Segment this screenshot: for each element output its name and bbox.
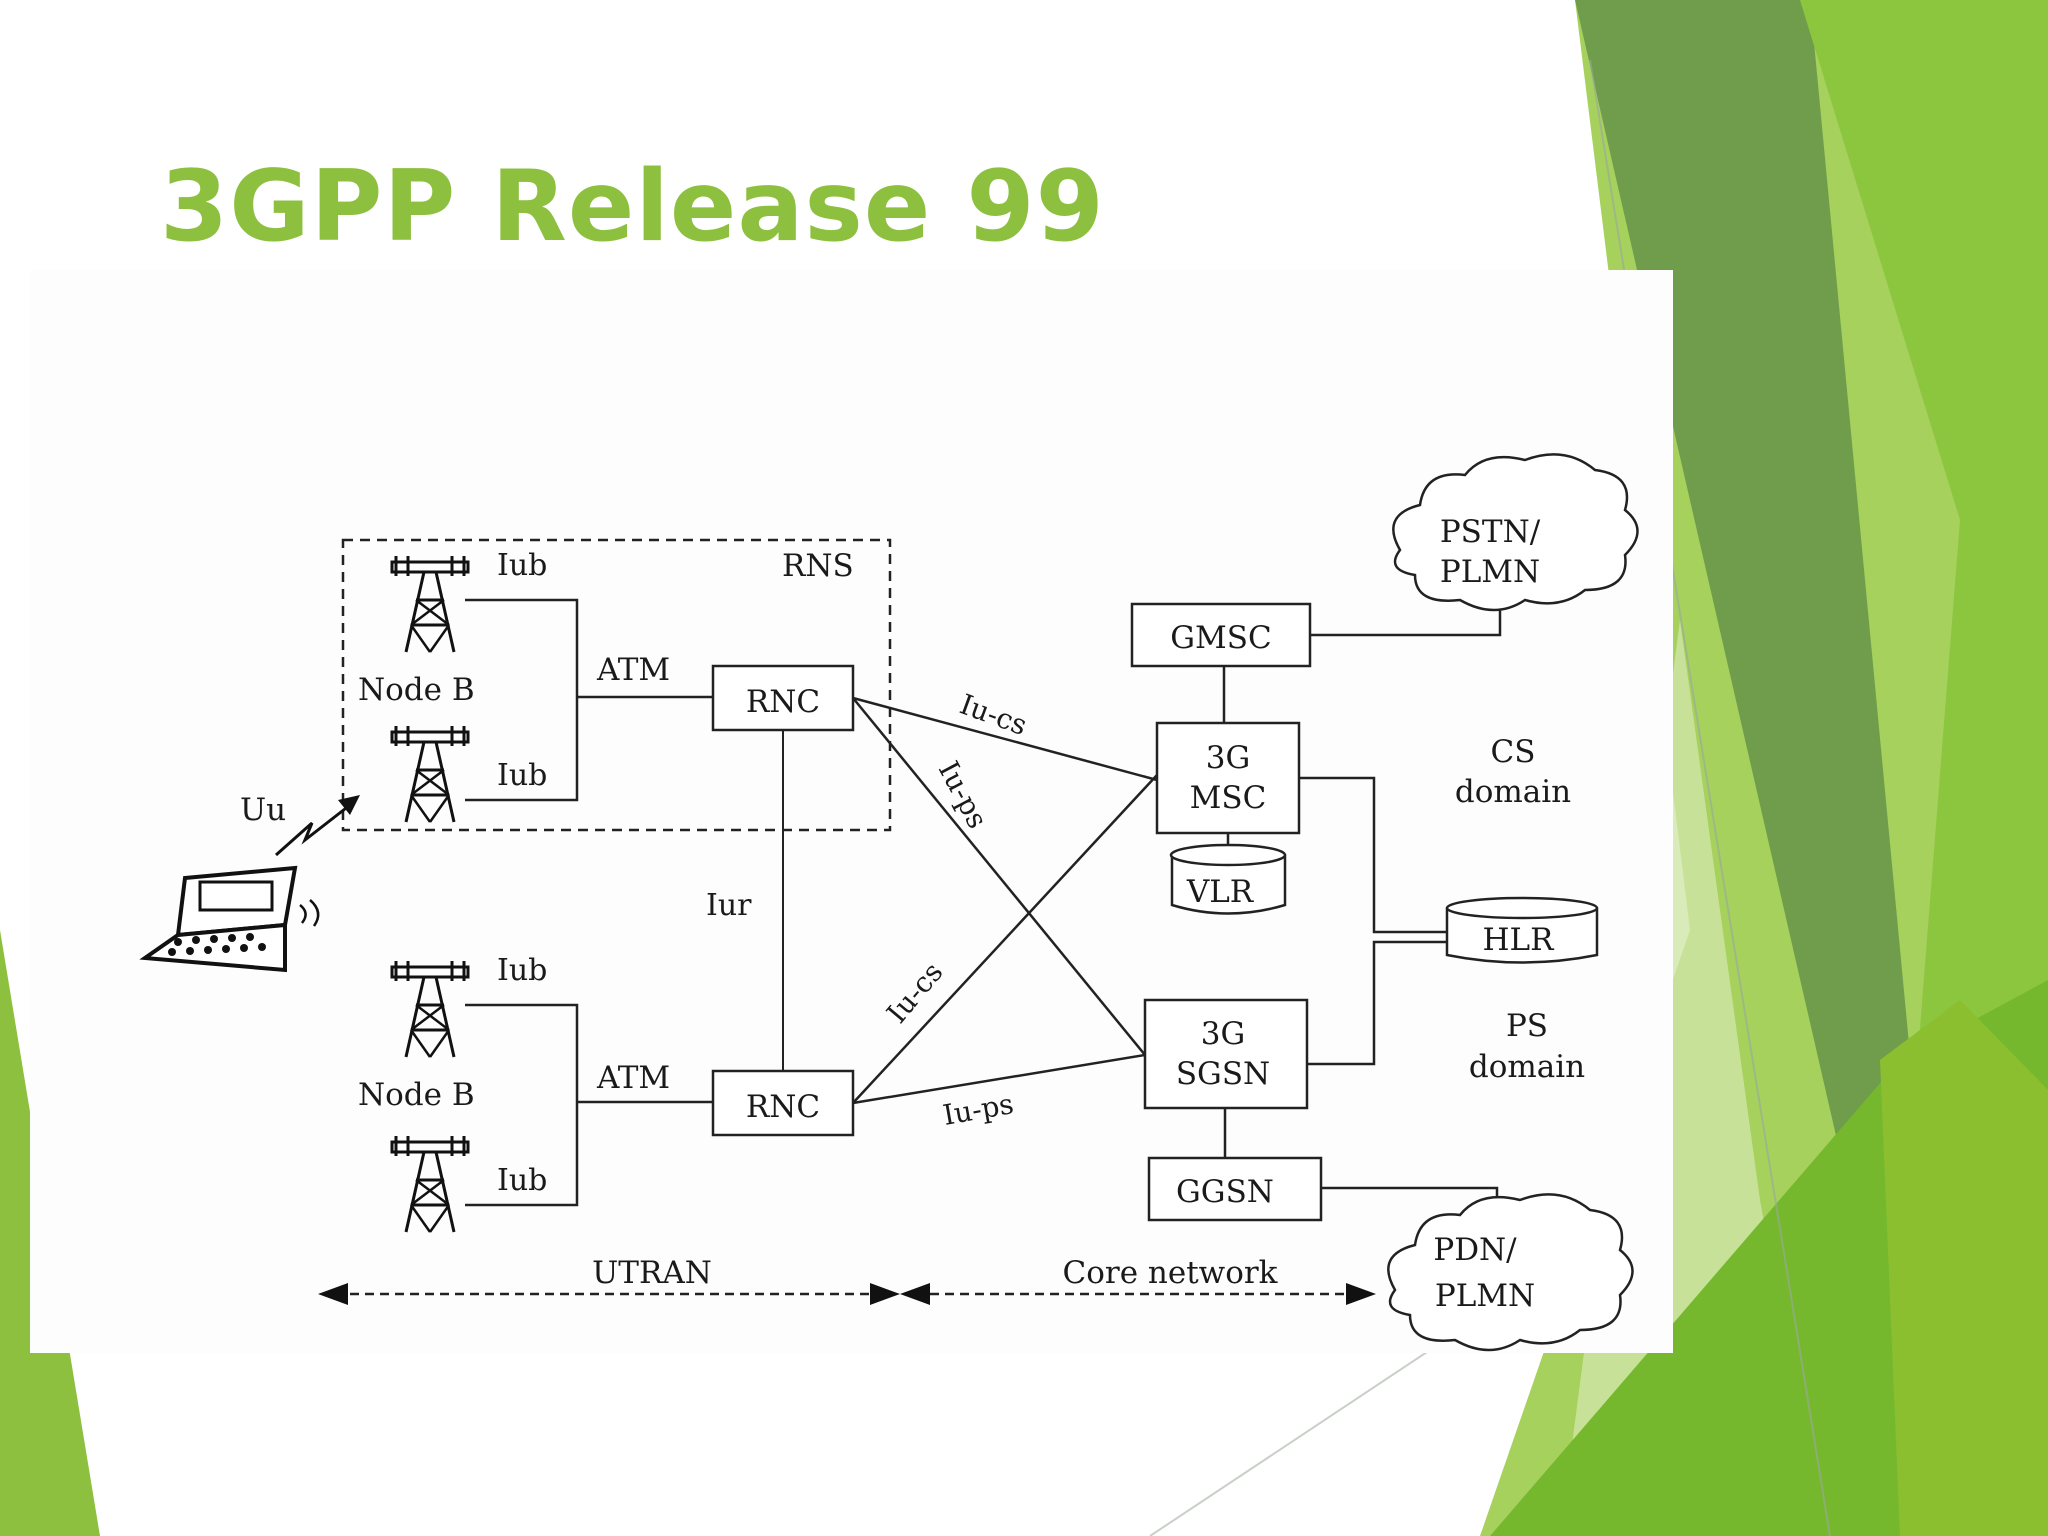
iu-cs-label: Iu-cs	[880, 956, 949, 1030]
cs-domain-label-line1: CS	[1491, 734, 1536, 770]
slide-title: 3GPP Release 99	[160, 150, 1105, 264]
rnc-box-upper	[711, 664, 855, 732]
node-b-label: Node B	[358, 1077, 475, 1113]
rnc-box-lower	[711, 1069, 855, 1137]
pdn-label-line2: PLMN	[1435, 1278, 1535, 1314]
iub-link-lower	[465, 1003, 579, 1207]
pstn-label-line1: PSTN/	[1440, 514, 1541, 550]
diagram-panel	[30, 270, 1673, 1353]
iub-label: Iub	[497, 758, 547, 793]
utran-arrow-right	[870, 1283, 900, 1305]
cs-domain-label-line2: domain	[1455, 774, 1571, 810]
uu-label: Uu	[240, 792, 286, 828]
database-cylinder-icon	[1445, 896, 1599, 964]
node-b-label: Node B	[358, 672, 475, 708]
pstn-label-line2: PLMN	[1440, 554, 1540, 590]
rnc-label: RNC	[746, 1089, 820, 1125]
rns-boundary	[341, 538, 892, 832]
sgsn-label-line1: 3G	[1201, 1016, 1246, 1052]
utran-label: UTRAN	[592, 1255, 712, 1291]
iu-cs-link-upper	[852, 696, 1158, 782]
ps-domain-label-line1: PS	[1506, 1008, 1548, 1044]
msc-label-line2: MSC	[1190, 780, 1267, 816]
iu-ps-label: Iu-ps	[932, 756, 994, 834]
iu-cs-link-lower	[852, 774, 1158, 1104]
antenna-tower-icon	[390, 554, 470, 654]
atm-label: ATM	[596, 652, 670, 688]
ps-domain-label-line2: domain	[1469, 1049, 1585, 1085]
msc-label-line1: 3G	[1206, 740, 1251, 776]
iu-cs-label: Iu-cs	[956, 688, 1032, 742]
iur-label: Iur	[706, 888, 752, 923]
msc-box	[1155, 721, 1301, 835]
ggsn-label: GGSN	[1176, 1174, 1274, 1210]
msc-hlr-link	[1299, 776, 1447, 934]
cloud-icon	[1387, 1193, 1634, 1352]
ggsn-box	[1147, 1156, 1323, 1222]
bottom-green-wedge-dark	[1880, 1000, 2048, 1536]
iu-ps-link-upper	[852, 697, 1146, 1056]
core-arrow-left	[900, 1283, 930, 1305]
pdn-label-line1: PDN/	[1433, 1232, 1517, 1268]
iub-label: Iub	[497, 548, 547, 583]
iub-label: Iub	[497, 1163, 547, 1198]
cloud-icon	[1392, 453, 1639, 612]
uu-arrowhead	[338, 795, 360, 815]
laptop-terminal-icon	[139, 865, 320, 973]
gmsc-label: GMSC	[1170, 620, 1271, 656]
antenna-tower-icon	[390, 724, 470, 824]
atm-label: ATM	[596, 1060, 670, 1096]
antenna-tower-icon	[390, 959, 470, 1059]
vlr-label: VLR	[1186, 874, 1255, 910]
database-cylinder-icon	[1169, 843, 1287, 915]
sgsn-label-line2: SGSN	[1176, 1056, 1270, 1092]
core-arrow-right	[1346, 1283, 1376, 1305]
antenna-tower-icon	[390, 1134, 470, 1234]
iub-label: Iub	[497, 953, 547, 988]
uu-radio-link	[275, 803, 351, 857]
iub-link-upper	[465, 598, 579, 802]
sgsn-box	[1143, 998, 1309, 1110]
sgsn-hlr-link	[1307, 940, 1447, 1066]
utran-arrow-left	[318, 1283, 348, 1305]
rnc-label: RNC	[746, 684, 820, 720]
iu-ps-label: Iu-ps	[940, 1087, 1016, 1132]
hlr-label: HLR	[1483, 922, 1556, 958]
iu-ps-link-lower	[852, 1053, 1146, 1105]
rns-label: RNS	[782, 548, 854, 584]
core-network-label: Core network	[1063, 1255, 1278, 1291]
